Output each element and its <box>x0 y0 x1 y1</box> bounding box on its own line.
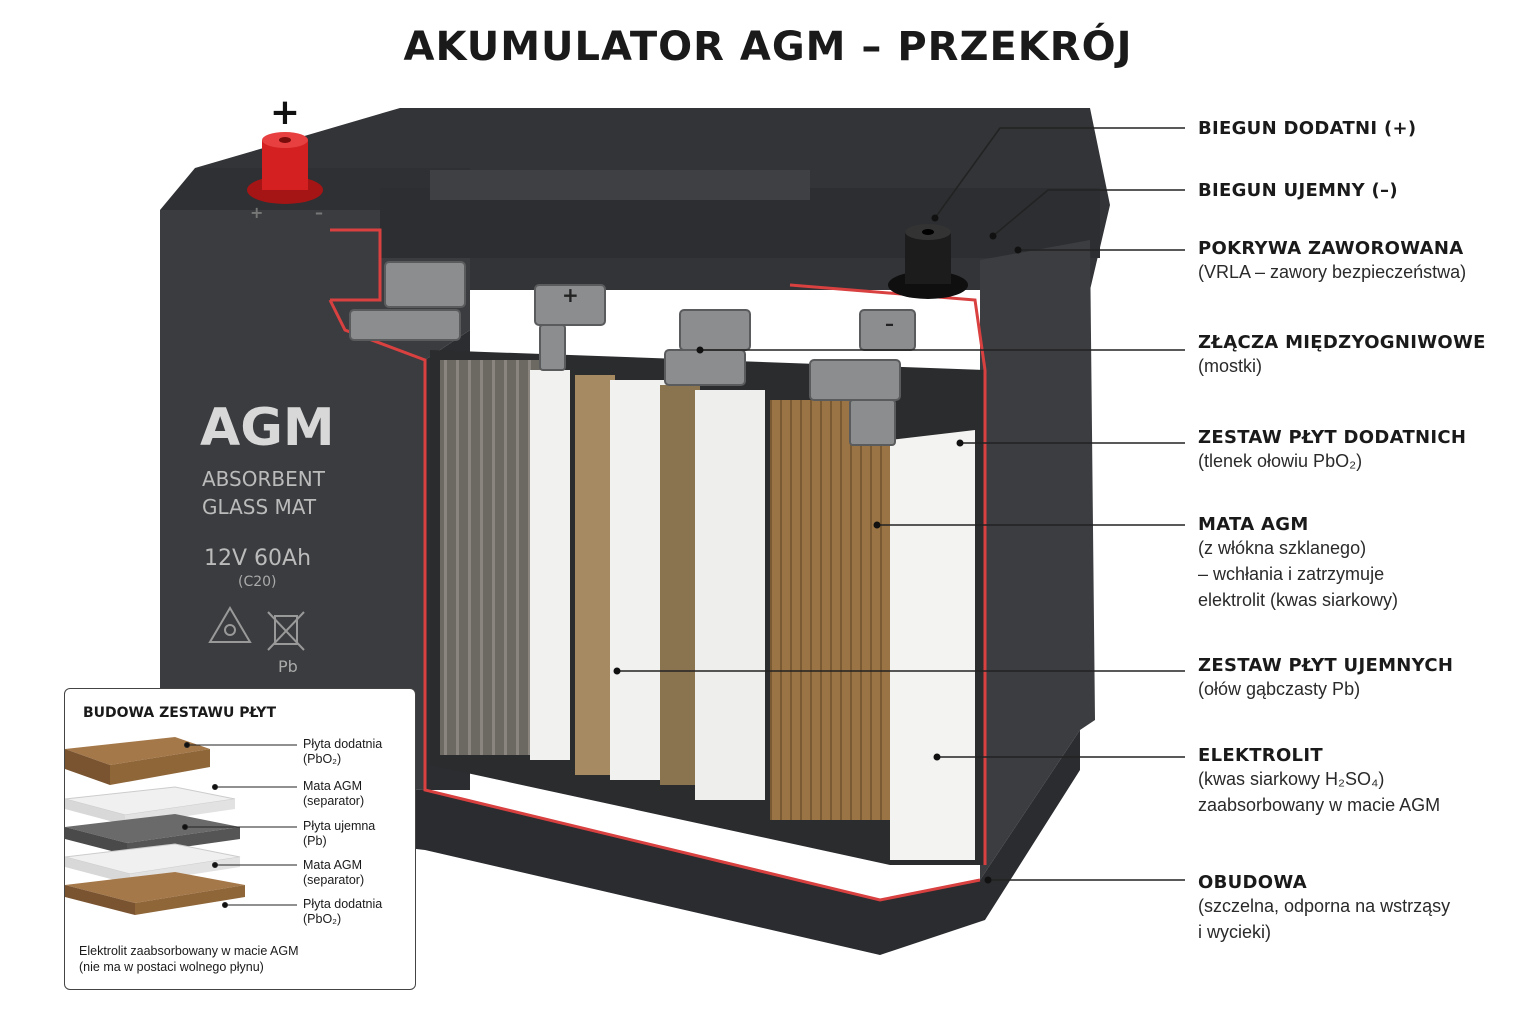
inset-label-line: Płyta dodatnia <box>303 737 383 751</box>
inset-layer-positive-plate-top <box>65 737 210 785</box>
inset-label-line: (separator) <box>303 794 365 808</box>
lid-minus-mark: – <box>315 203 323 222</box>
inset-label-mat-1: Mata AGM (separator) <box>303 779 364 809</box>
inset-label-positive-plate-bottom: Płyta dodatnia (PbO₂) <box>303 897 382 927</box>
plate-stack-inset: BUDOWA ZESTAWU PŁYT <box>64 688 416 990</box>
inset-note-line: (nie ma w postaci wolnego płynu) <box>79 960 264 974</box>
callout-positive-plates: ZESTAW PŁYT DODATNICH (tlenek ołowiu PbO… <box>1198 427 1528 474</box>
callout-connectors: ZŁĄCZA MIĘDZYOGNIWOWE (mostki) <box>1198 332 1528 379</box>
inset-title: BUDOWA ZESTAWU PŁYT <box>83 705 276 721</box>
inset-layer-positive-plate-bottom <box>65 872 245 915</box>
plate-stack-cell-1 <box>440 360 570 760</box>
inter-cell-connectors <box>349 261 916 446</box>
callout-description: – wchłania i zatrzymuje <box>1198 564 1385 584</box>
callout-description: (kwas siarkowy H₂SO₄) <box>1198 769 1385 789</box>
callout-description: (tlenek ołowiu PbO₂) <box>1198 451 1363 471</box>
callout-description: i wycieki) <box>1198 922 1272 942</box>
callout-heading: ZESTAW PŁYT DODATNICH <box>1198 427 1467 448</box>
plate-stack-cell-3 <box>770 400 975 860</box>
positive-terminal <box>247 132 323 204</box>
callout-agm-mat: MATA AGM (z włókna szklanego) – wchłania… <box>1198 514 1528 613</box>
rating-text: 12V 60Ah <box>204 546 311 571</box>
negative-terminal <box>888 224 968 299</box>
recycle-icon <box>208 606 252 643</box>
callout-description: elektrolit (kwas siarkowy) <box>1198 590 1399 610</box>
rating-sub-text: (C20) <box>238 574 277 590</box>
inset-note-line: Elektrolit zaabsorbowany w macie AGM <box>79 944 299 958</box>
callout-negative-terminal: BIEGUN UJEMNY (–) <box>1198 180 1528 201</box>
battery-front-label: AGM ABSORBENT GLASS MAT 12V 60Ah (C20) P… <box>200 398 335 676</box>
crossed-bin-icon <box>267 611 305 651</box>
inset-label-line: (PbO₂) <box>303 912 342 926</box>
plate-stack-cell-2 <box>575 375 765 800</box>
glass-mat-text: GLASS MAT <box>202 495 317 519</box>
callout-heading: BIEGUN DODATNI (+) <box>1198 118 1417 139</box>
callout-heading: ZŁĄCZA MIĘDZYOGNIWOWE <box>1198 332 1486 353</box>
connector-plus-mark: + <box>562 283 579 307</box>
callout-negative-plates: ZESTAW PŁYT UJEMNYCH (ołów gąbczasty Pb) <box>1198 655 1528 702</box>
inset-label-line: (separator) <box>303 873 365 887</box>
callout-description: zaabsorbowany w macie AGM <box>1198 795 1441 815</box>
leader-lines <box>617 127 1185 881</box>
inset-note: Elektrolit zaabsorbowany w macie AGM (ni… <box>79 943 299 975</box>
callout-housing: OBUDOWA (szczelna, odporna na wstrząsy i… <box>1198 872 1528 945</box>
lid-plus-mark: + <box>250 203 263 222</box>
callout-heading: MATA AGM <box>1198 514 1309 535</box>
connector-minus-mark: – <box>885 314 894 335</box>
inset-label-line: (PbO₂) <box>303 752 342 766</box>
pb-mark: Pb <box>278 657 298 676</box>
absorbent-text: ABSORBENT <box>202 467 326 491</box>
callout-description: (VRLA – zawory bezpieczeństwa) <box>1198 262 1467 282</box>
callout-heading: ELEKTROLIT <box>1198 745 1323 766</box>
agm-logo-text: AGM <box>200 398 335 458</box>
inset-label-line: Płyta ujemna <box>303 819 376 833</box>
inset-leader-lines <box>182 742 297 908</box>
callout-heading: OBUDOWA <box>1198 872 1307 893</box>
callout-positive-terminal: BIEGUN DODATNI (+) <box>1198 118 1528 139</box>
inset-label-line: Mata AGM <box>303 779 363 793</box>
leader-dots <box>613 214 1022 884</box>
callout-valve-lid: POKRYWA ZAWOROWANA (VRLA – zawory bezpie… <box>1198 238 1528 285</box>
callout-heading: ZESTAW PŁYT UJEMNYCH <box>1198 655 1454 676</box>
callout-heading: BIEGUN UJEMNY (–) <box>1198 180 1398 201</box>
callout-heading: POKRYWA ZAWOROWANA <box>1198 238 1464 259</box>
inset-label-line: Płyta dodatnia <box>303 897 383 911</box>
inset-layers-drawing <box>65 737 297 915</box>
inset-label-line: (Pb) <box>303 834 327 848</box>
callout-electrolyte: ELEKTROLIT (kwas siarkowy H₂SO₄) zaabsor… <box>1198 745 1528 818</box>
callout-description: (z włókna szklanego) <box>1198 538 1367 558</box>
inset-label-positive-plate-top: Płyta dodatnia (PbO₂) <box>303 737 382 767</box>
inset-label-negative-plate: Płyta ujemna (Pb) <box>303 819 375 849</box>
terminal-plus-symbol: + <box>270 92 300 133</box>
inset-label-line: Mata AGM <box>303 858 363 872</box>
callout-description: (ołów gąbczasty Pb) <box>1198 679 1361 699</box>
callout-description: (mostki) <box>1198 356 1262 376</box>
inset-label-mat-2: Mata AGM (separator) <box>303 858 364 888</box>
callout-description: (szczelna, odporna na wstrząsy <box>1198 896 1451 916</box>
page-title: AKUMULATOR AGM – PRZEKRÓJ <box>403 24 1133 70</box>
